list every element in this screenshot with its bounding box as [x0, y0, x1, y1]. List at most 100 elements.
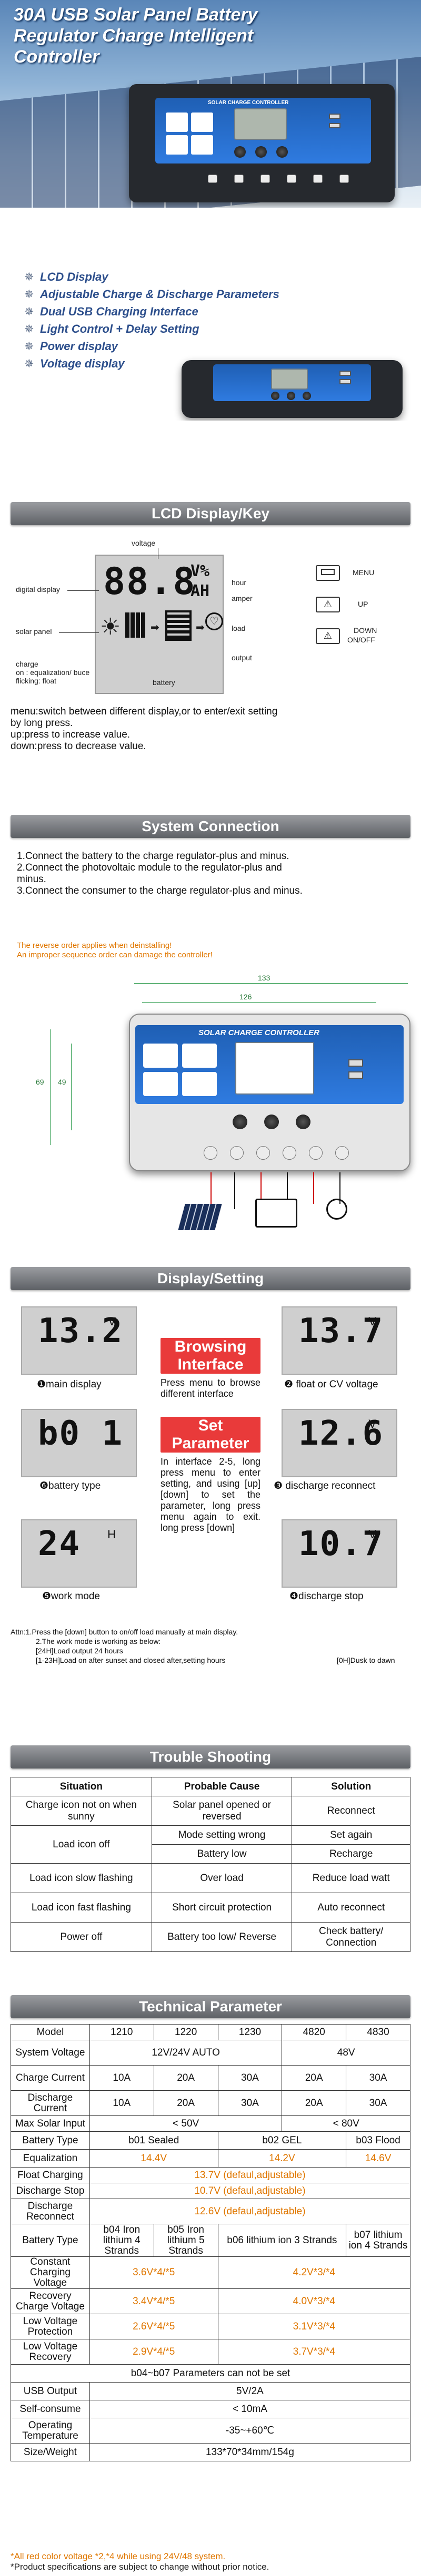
key-onoff-label: ON/OFF — [347, 636, 375, 644]
label-charge-flick: flicking: float — [16, 677, 57, 685]
display-tile: b0 1 — [21, 1409, 137, 1477]
terminal-icon — [335, 1146, 349, 1160]
tile-caption: ❹discharge stop — [289, 1591, 364, 1602]
down-button — [303, 392, 311, 400]
dimension-height-outer: 69 — [36, 1078, 44, 1086]
label-charge: charge — [16, 660, 38, 668]
star-icon: ✵ — [24, 305, 34, 318]
connection-step: minus. — [17, 874, 46, 885]
key-down-label: DOWN — [354, 626, 377, 635]
bulb-icon: ♡ — [205, 612, 223, 630]
dimension-height-inner: 49 — [58, 1078, 66, 1086]
section-header: Technical Parameter — [11, 1995, 410, 2018]
usb-port-icon — [348, 1059, 363, 1067]
indicator-icons — [166, 113, 213, 155]
controller-face: SOLAR CHARGE CONTROLLER — [155, 98, 371, 163]
tile-caption: ❺work mode — [42, 1591, 100, 1602]
connection-step: 3.Connect the consumer to the charge reg… — [17, 885, 303, 896]
usb-port-icon — [348, 1071, 363, 1079]
lcd-unit-top: V% — [191, 562, 210, 580]
terminal-icon — [230, 1146, 244, 1160]
controller-label: SOLAR CHARGE CONTROLLER — [208, 100, 289, 106]
up-button — [287, 392, 295, 400]
feature-item: ✵Adjustable Charge & Discharge Parameter… — [24, 285, 279, 303]
up-button — [264, 1115, 279, 1129]
feature-item: ✵Voltage display — [24, 355, 279, 372]
usb-port-icon — [329, 123, 340, 128]
menu-key-icon — [316, 565, 340, 581]
section-header: System Connection — [11, 815, 410, 838]
label-output: output — [232, 653, 252, 662]
tile-caption: ❷ float or CV voltage — [284, 1379, 378, 1390]
terminal-icon — [204, 1146, 217, 1160]
attn-note: [0H]Dusk to dawn — [337, 1656, 395, 1664]
dimension-width-inner: 126 — [239, 993, 252, 1001]
menu-button — [271, 392, 279, 400]
star-icon: ✵ — [24, 288, 34, 301]
feature-item: ✵Dual USB Charging Interface — [24, 303, 279, 320]
lcd-diagram: 88.8 V% AH ☀ ➡ ➡ ♡ — [95, 555, 224, 694]
hero-banner: 30A USB Solar Panel Battery Regulator Ch… — [0, 0, 421, 208]
feature-item: ✵Power display — [24, 338, 279, 355]
star-icon: ✵ — [24, 270, 34, 283]
section-header: Trouble Shooting — [11, 1745, 410, 1769]
usb-port-icon — [329, 114, 340, 119]
lcd-readout: 88.8 — [103, 560, 196, 603]
key-description: by long press. — [11, 718, 73, 729]
key-menu-label: MENU — [353, 568, 375, 577]
label-solar-panel: solar panel — [16, 627, 52, 636]
section-header: LCD Display/Key — [11, 502, 410, 525]
feature-item: ✵Light Control + Delay Setting — [24, 320, 279, 338]
menu-button — [233, 1115, 247, 1129]
terminal-icon — [283, 1146, 296, 1160]
dimension-line — [50, 1029, 51, 1145]
feature-list: ✵LCD Display ✵Adjustable Charge & Discha… — [24, 268, 279, 372]
terminal-icon — [256, 1146, 270, 1160]
controller-lcd — [235, 1042, 314, 1095]
footnote: *Product specifications are subject to c… — [11, 2562, 269, 2572]
attn-note: [24H]Load output 24 hours — [36, 1647, 123, 1655]
label-voltage: voltage — [132, 539, 156, 547]
terminal-icon — [287, 175, 296, 183]
label-load: load — [232, 624, 246, 632]
lcd-unit-bottom: AH — [191, 582, 210, 600]
controller-diagram: SOLAR CHARGE CONTROLLER — [129, 1014, 410, 1171]
key-description: down:press to decrease value. — [11, 741, 146, 752]
controller-face — [213, 364, 371, 401]
down-button — [296, 1115, 310, 1129]
menu-button — [234, 146, 246, 158]
feature-item: ✵LCD Display — [24, 268, 279, 285]
down-button — [276, 146, 288, 158]
dimension-line — [142, 1002, 376, 1003]
key-description: menu:switch between different display,or… — [11, 706, 278, 717]
label-hour: hour — [232, 578, 247, 587]
controller-label: SOLAR CHARGE CONTROLLER — [198, 1028, 319, 1037]
tile-caption: ❻battery type — [39, 1480, 101, 1491]
label-digital-display: digital display — [16, 585, 61, 594]
product-title: 30A USB Solar Panel Battery Regulator Ch… — [14, 5, 258, 67]
star-icon: ✵ — [24, 340, 34, 353]
browse-text: Press menu to browse different interface — [161, 1377, 260, 1399]
terminal-icon — [260, 175, 270, 183]
connection-step: 1.Connect the battery to the charge regu… — [17, 851, 289, 862]
lcd-key-section: LCD Display/Key 88.8 V% AH ☀ ➡ ➡ ♡ volta… — [0, 502, 421, 760]
sun-panel-icon: ☀ — [100, 614, 121, 640]
battery-icon — [255, 1199, 297, 1228]
dimension-line — [71, 1044, 72, 1130]
bulb-icon — [326, 1199, 347, 1220]
warning-text: The reverse order applies when deinstall… — [17, 941, 172, 950]
attn-note: [1-23H]Load on after sunset and closed a… — [36, 1656, 226, 1664]
label-battery: battery — [153, 678, 175, 687]
indicator-icons — [143, 1044, 217, 1096]
warning-text: An improper sequence order can damage th… — [17, 950, 213, 959]
features-section: ✵LCD Display ✵Adjustable Charge & Discha… — [0, 208, 421, 421]
